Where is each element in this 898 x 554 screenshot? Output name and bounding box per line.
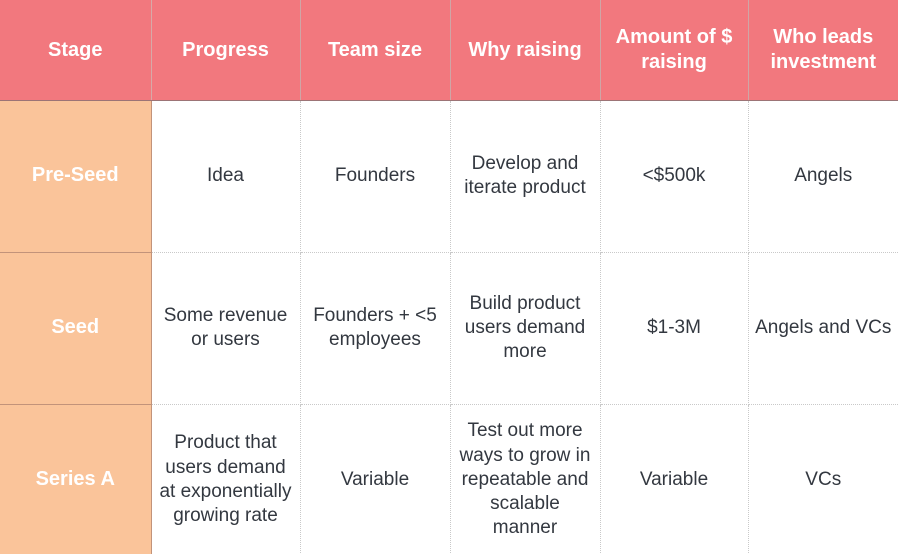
cell-who-series-a: VCs xyxy=(748,404,898,554)
cell-who-seed: Angels and VCs xyxy=(748,252,898,405)
cell-why-seed: Build product users demand more xyxy=(450,252,601,405)
cell-team-pre-seed: Founders xyxy=(300,100,451,253)
header-row: Stage Progress Team size Why raising Amo… xyxy=(0,0,898,101)
table-header: Stage Progress Team size Why raising Amo… xyxy=(0,0,898,101)
cell-stage-pre-seed: Pre-Seed xyxy=(0,100,152,253)
table-row: Seed Some revenue or users Founders + <5… xyxy=(0,252,898,405)
table-row: Pre-Seed Idea Founders Develop and itera… xyxy=(0,100,898,253)
cell-why-pre-seed: Develop and iterate product xyxy=(450,100,601,253)
cell-team-seed: Founders + <5 employees xyxy=(300,252,451,405)
cell-progress-series-a: Product that users demand at exponential… xyxy=(151,404,301,554)
column-header-stage[interactable]: Stage xyxy=(0,0,152,101)
cell-stage-series-a: Series A xyxy=(0,404,152,554)
column-header-progress[interactable]: Progress xyxy=(151,0,301,101)
cell-amount-pre-seed: <$500k xyxy=(600,100,749,253)
column-header-why-raising[interactable]: Why raising xyxy=(450,0,601,101)
cell-amount-seed: $1-3M xyxy=(600,252,749,405)
table-row: Series A Product that users demand at ex… xyxy=(0,404,898,554)
table-body: Pre-Seed Idea Founders Develop and itera… xyxy=(0,100,898,554)
column-header-who-leads-investment[interactable]: Who leads investment xyxy=(748,0,898,101)
cell-who-pre-seed: Angels xyxy=(748,100,898,253)
cell-progress-seed: Some revenue or users xyxy=(151,252,301,405)
cell-team-series-a: Variable xyxy=(300,404,451,554)
column-header-team-size[interactable]: Team size xyxy=(300,0,451,101)
cell-amount-series-a: Variable xyxy=(600,404,749,554)
cell-stage-seed: Seed xyxy=(0,252,152,405)
cell-why-series-a: Test out more ways to grow in repeatable… xyxy=(450,404,601,554)
cell-progress-pre-seed: Idea xyxy=(151,100,301,253)
column-header-amount-raising[interactable]: Amount of $ raising xyxy=(600,0,749,101)
